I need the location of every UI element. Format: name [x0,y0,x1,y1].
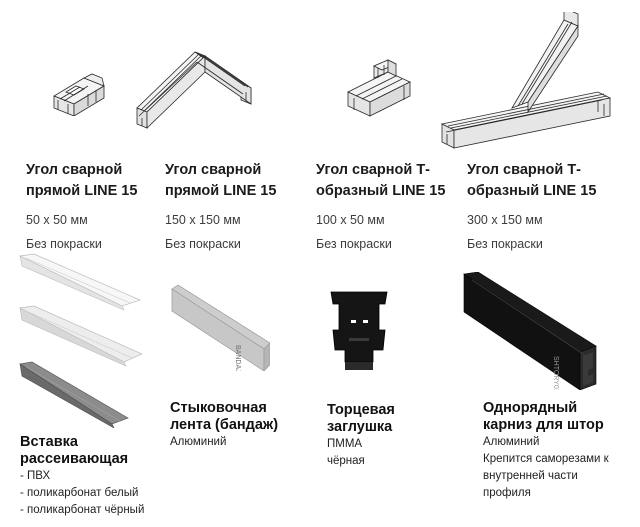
straight-corner-large-icon [133,42,253,137]
joint-tape-icon: BANDAJ01 [170,285,270,371]
product-material: Алюминий [483,436,540,448]
product-title: Угол сварной [165,162,262,178]
product-title: Однорядный [483,400,578,416]
product-color: чёрная [327,455,365,467]
product-title: Угол сварной [26,162,123,178]
t-corner-large-icon [438,12,612,157]
product-title: заглушка [327,419,393,435]
product-size: 150 х 150 мм [165,213,241,227]
product-title: Угол сварной Т- [316,162,431,178]
product-title: карниз для штор [483,417,604,433]
svg-text:BANDAJ01: BANDAJ01 [234,345,241,371]
product-card-t-corner-300: Угол сварной Т- образный LINE 15 300 х 1… [467,160,596,253]
product-title: лента (бандаж) [170,417,279,433]
product-finish: Без покраски [26,237,102,251]
product-title: прямой LINE 15 [165,183,277,199]
product-card-curtain-rail: Однорядный карниз для штор Алюминий Креп… [483,400,609,502]
product-finish: Без покраски [467,237,543,251]
mounting-note: Крепится саморезами к [483,453,609,465]
product-title: образный LINE 15 [467,183,597,199]
material-option: - ПВХ [20,470,51,482]
product-card-diffuser-insert: Вставка рассеивающая - ПВХ - поликарбона… [20,434,144,519]
product-title: прямой LINE 15 [26,183,138,199]
product-finish: Без покраски [316,237,392,251]
t-corner-small-icon [344,56,416,118]
svg-text:SHTORY01: SHTORY01 [552,356,559,390]
end-cap-icon [327,290,391,374]
product-title: образный LINE 15 [316,183,446,199]
product-size: 300 х 150 мм [467,213,543,227]
product-card-t-corner-100: Угол сварной Т- образный LINE 15 100 х 5… [316,160,445,253]
product-material: Алюминий [170,436,227,448]
product-title: Вставка [20,434,78,450]
product-card-joint-tape: Стыковочная лента (бандаж) Алюминий [170,400,278,451]
mounting-note: профиля [483,487,531,499]
product-size: 50 х 50 мм [26,213,88,227]
product-finish: Без покраски [165,237,241,251]
material-option: - поликарбонат белый [20,487,139,499]
product-title: рассеивающая [20,451,129,467]
product-card-corner-50: Угол сварной прямой LINE 15 50 х 50 мм Б… [26,160,137,253]
product-card-corner-150: Угол сварной прямой LINE 15 150 х 150 мм… [165,160,276,253]
product-title: Стыковочная [170,400,267,416]
product-title: Угол сварной Т- [467,162,582,178]
product-card-end-cap: Торцевая заглушка ПММА чёрная [327,402,395,470]
diffuser-strips-icon [18,252,142,428]
material-option: - поликарбонат чёрный [20,504,145,516]
product-material: ПММА [327,438,363,450]
straight-corner-small-icon [48,64,110,116]
curtain-rail-icon: SHTORY01 [462,272,598,390]
product-title: Торцевая [327,402,395,418]
mounting-note: внутренней части [483,470,578,482]
product-size: 100 х 50 мм [316,213,385,227]
